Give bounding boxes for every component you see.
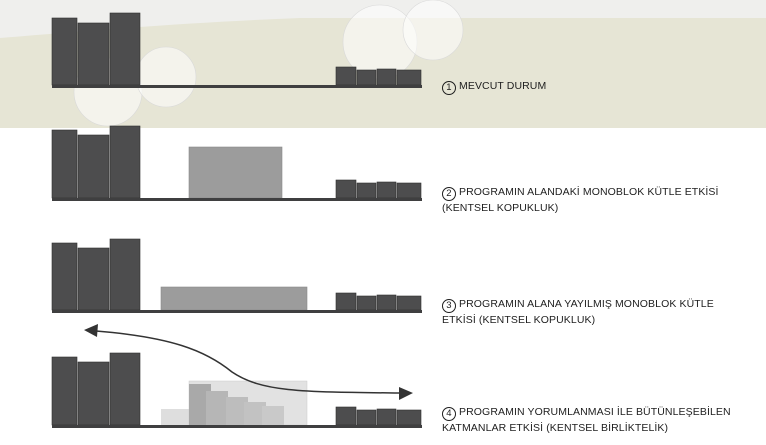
building bbox=[51, 356, 78, 426]
section-row-2 bbox=[51, 125, 422, 201]
building bbox=[335, 66, 357, 86]
building bbox=[356, 69, 377, 86]
step-caption: PROGRAMIN ALANDAKİ MONOBLOK KÜTLE ETKİSİ… bbox=[442, 186, 719, 214]
building bbox=[109, 12, 141, 86]
section-row-3 bbox=[51, 238, 422, 313]
building bbox=[51, 17, 78, 86]
step-number-badge: 1 bbox=[442, 81, 456, 95]
building bbox=[396, 69, 422, 86]
building bbox=[335, 179, 357, 199]
ground-line bbox=[52, 310, 422, 313]
building bbox=[109, 125, 141, 199]
building bbox=[396, 295, 422, 311]
building bbox=[335, 406, 357, 426]
step-caption: PROGRAMIN YORUMLANMASI İLE BÜTÜNLEŞEBİLE… bbox=[442, 406, 731, 434]
step-number-badge: 3 bbox=[442, 299, 456, 313]
building bbox=[77, 361, 110, 426]
step-caption: MEVCUT DURUM bbox=[459, 80, 547, 92]
step-caption: PROGRAMIN ALANA YAYILMIŞ MONOBLOK KÜTLE … bbox=[442, 298, 714, 326]
building bbox=[376, 408, 397, 426]
building bbox=[376, 68, 397, 86]
ground-line bbox=[52, 198, 422, 201]
section-row-4 bbox=[51, 352, 422, 428]
section-row-1 bbox=[51, 12, 422, 88]
building bbox=[356, 409, 377, 426]
building bbox=[376, 294, 397, 311]
building bbox=[396, 182, 422, 199]
building bbox=[109, 352, 141, 426]
step-number-badge: 4 bbox=[442, 407, 456, 421]
building bbox=[335, 292, 357, 311]
building bbox=[356, 182, 377, 199]
building bbox=[396, 409, 422, 426]
connection-arrow bbox=[84, 324, 413, 400]
building bbox=[77, 134, 110, 199]
ground-line bbox=[52, 425, 422, 428]
monoblock-mass bbox=[188, 146, 283, 199]
building bbox=[356, 295, 377, 311]
integrated-layers bbox=[161, 380, 308, 426]
building bbox=[109, 238, 141, 311]
ground-line bbox=[52, 85, 422, 88]
building bbox=[51, 129, 78, 199]
step-number-badge: 2 bbox=[442, 187, 456, 201]
building bbox=[376, 181, 397, 199]
building bbox=[77, 22, 110, 86]
building bbox=[77, 247, 110, 311]
spread-monoblock-mass bbox=[160, 286, 308, 311]
building bbox=[51, 242, 78, 311]
